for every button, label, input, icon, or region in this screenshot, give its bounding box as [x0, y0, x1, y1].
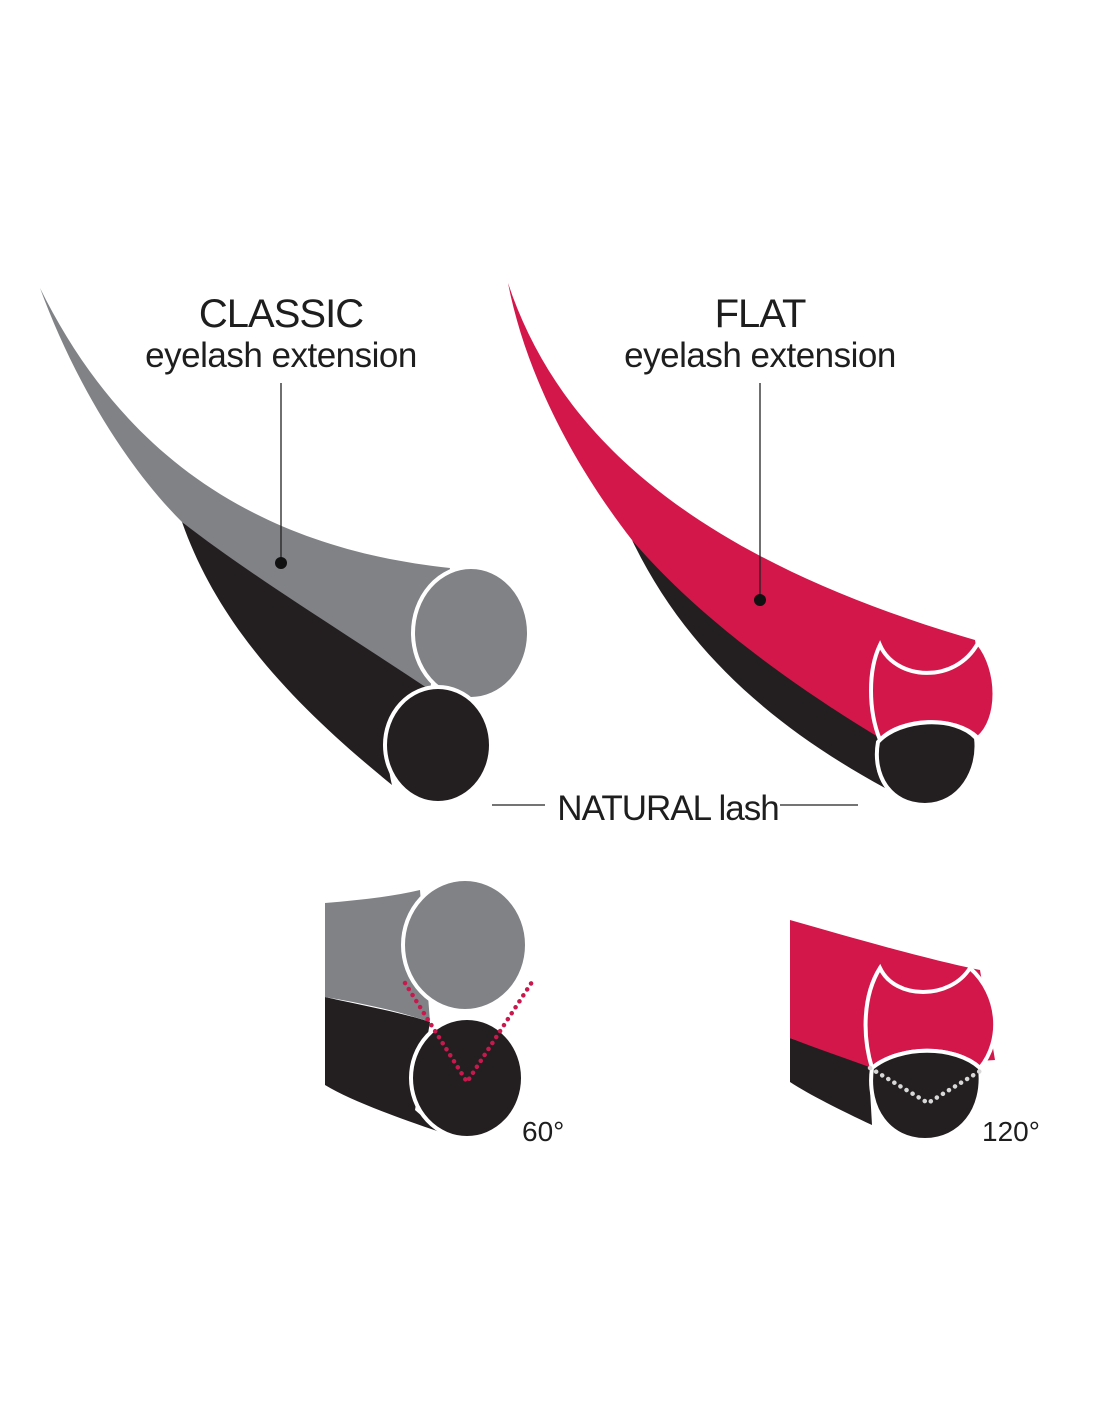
flat-extension-body: [508, 283, 985, 738]
flat-cross-section: [869, 639, 997, 744]
natural-cross-section: [869, 1048, 983, 1143]
classic-lash-illustration: CLASSIC eyelash extension: [40, 288, 531, 805]
classic-extension-body: [325, 890, 430, 1022]
classic-cross-section: [401, 877, 529, 1013]
classic-subtitle: eyelash extension: [145, 336, 417, 375]
natural-lash-label: NATURAL lash: [492, 789, 858, 828]
natural-cross-section: [383, 685, 493, 805]
angle-120-dotted-v: [867, 1065, 988, 1106]
natural-cross-section: [874, 720, 979, 808]
natural-label-text: NATURAL lash: [557, 789, 778, 828]
classic-cross-section: [411, 565, 531, 701]
classic-angle-label: 60°: [522, 1116, 564, 1147]
classic-leader-dot: [275, 557, 287, 569]
flat-subtitle: eyelash extension: [624, 336, 896, 375]
flat-leader-dot: [754, 594, 766, 606]
flat-lash-illustration: FLAT eyelash extension: [508, 283, 997, 808]
natural-lash-body: [182, 522, 430, 785]
natural-lash-body: [325, 997, 440, 1132]
classic-title: CLASSIC: [199, 292, 363, 336]
flat-angle-label: 120°: [982, 1116, 1040, 1147]
classic-extension-body: [40, 288, 450, 690]
flat-title: FLAT: [715, 292, 806, 336]
flat-angle-detail: 120°: [790, 920, 1040, 1147]
classic-angle-detail: 60°: [325, 877, 564, 1147]
